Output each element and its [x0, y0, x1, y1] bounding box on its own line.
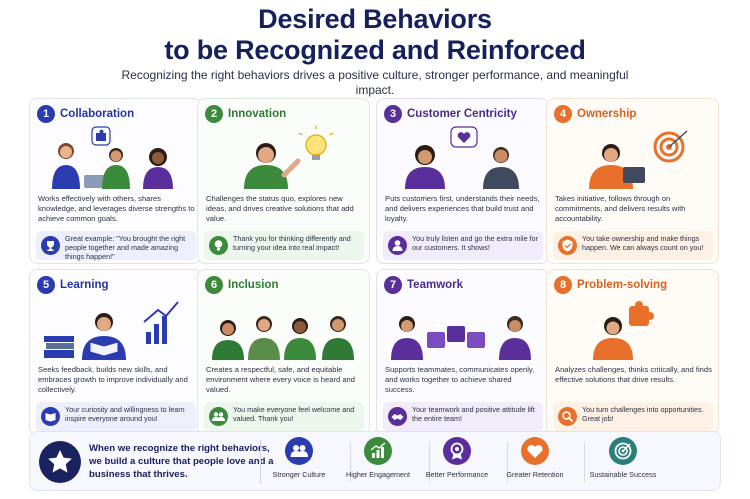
medal-icon: [443, 437, 471, 465]
card-description: Creates a respectful, safe, and equitabl…: [206, 365, 356, 394]
ownership-illustration: [589, 130, 688, 189]
innovation-illustration: [244, 126, 334, 189]
card-description: Seeks feedback, builds new skills, and e…: [38, 365, 188, 394]
trophy-icon: [41, 236, 60, 255]
outcome-label: Sustainable Success: [589, 470, 657, 479]
quote-text: You turn challenges into opportunities. …: [582, 405, 704, 423]
recognition-quote: You truly listen and go the extra mile f…: [383, 231, 543, 260]
card-title: Customer Centricity: [407, 108, 517, 120]
customer-centricity-illustration: [405, 126, 519, 189]
card-number-badge: 4: [554, 105, 572, 123]
handshake-icon: [388, 407, 407, 426]
recognition-quote: Your curiosity and willingness to learn …: [36, 402, 196, 431]
card-title: Innovation: [228, 108, 287, 120]
recognition-quote: Your teamwork and positive attitude lift…: [383, 402, 543, 431]
card-number-badge: 8: [554, 276, 572, 294]
outcome-label: Greater Retention: [506, 470, 564, 479]
card-title: Teamwork: [407, 279, 464, 291]
card-number-badge: 2: [205, 105, 223, 123]
card-number-badge: 7: [384, 276, 402, 294]
card-number-badge: 3: [384, 105, 402, 123]
card-description: Puts customers first, understands their …: [385, 194, 540, 223]
card-learning: 5 Learning Seeks feedback, builds new sk…: [29, 269, 202, 435]
card-problem-solving: 8 Problem-solving Analyzes challenges, t…: [546, 269, 719, 435]
card-description: Supports teammates, communicates openly,…: [385, 365, 535, 394]
card-teamwork: 7 Teamwork Supports teammates, communica…: [376, 269, 549, 435]
recognition-quote: You turn challenges into opportunities. …: [553, 402, 713, 431]
title-line-2: to be Recognized and Reinforced: [164, 35, 586, 65]
outcome-better-performance: Better Performance: [412, 437, 502, 487]
card-innovation: 2 Innovation Challenges the status quo, …: [197, 98, 370, 264]
recognition-quote: You make everyone feel welcome and value…: [204, 402, 364, 431]
summary-banner: When we recognize the right behaviors, w…: [29, 431, 721, 491]
card-collaboration: 1 Collaboration Works effectively with o…: [29, 98, 202, 264]
quote-text: Your curiosity and willingness to learn …: [65, 405, 185, 423]
card-number-badge: 5: [37, 276, 55, 294]
summary-statement: When we recognize the right behaviors, w…: [89, 443, 274, 480]
inclusion-illustration: [212, 316, 354, 360]
divider: [429, 442, 430, 482]
card-inclusion: 6 Inclusion Creates a respectful, safe, …: [197, 269, 370, 435]
shield-check-icon: [558, 236, 577, 255]
collaboration-illustration: [52, 126, 173, 189]
outcome-greater-retention: Greater Retention: [490, 437, 580, 487]
divider: [350, 442, 351, 482]
outcome-stronger-culture: Stronger Culture: [254, 437, 344, 487]
quote-text: You take ownership and make things happe…: [582, 234, 704, 252]
card-title: Problem-solving: [577, 279, 668, 291]
page-subtitle: Recognizing the right behaviors drives a…: [121, 68, 629, 97]
card-customer-centricity: 3 Customer Centricity Puts customers fir…: [376, 98, 549, 264]
outcome-higher-engagement: Higher Engagement: [333, 437, 423, 487]
people-icon: [209, 407, 228, 426]
book-icon: [41, 407, 60, 426]
card-title: Learning: [60, 279, 109, 291]
recognition-quote: Great example: "You brought the right pe…: [36, 231, 196, 261]
lightbulb-icon: [209, 236, 228, 255]
card-title: Ownership: [577, 108, 637, 120]
quote-text: You make everyone feel welcome and value…: [233, 405, 355, 423]
heart-icon: [521, 437, 549, 465]
page-title: Desired Behaviors to be Recognized and R…: [0, 4, 750, 66]
title-line-1: Desired Behaviors: [258, 4, 492, 34]
quote-text: Your teamwork and positive attitude lift…: [412, 405, 535, 423]
card-ownership: 4 Ownership Takes initiative, follows th…: [546, 98, 719, 264]
target-icon: [609, 437, 637, 465]
divider: [260, 440, 261, 484]
outcome-sustainable-success: Sustainable Success: [578, 437, 668, 487]
card-title: Collaboration: [60, 108, 135, 120]
outcome-label: Stronger Culture: [272, 470, 326, 479]
teamwork-illustration: [391, 316, 531, 360]
outcome-label: Higher Engagement: [346, 470, 410, 479]
learning-illustration: [44, 301, 179, 360]
star-icon: [39, 441, 81, 483]
card-description: Challenges the status quo, explores new …: [206, 194, 354, 223]
outcome-label: Better Performance: [425, 470, 489, 479]
quote-text: You truly listen and go the extra mile f…: [412, 234, 538, 252]
card-number-badge: 1: [37, 105, 55, 123]
divider: [507, 442, 508, 482]
quote-text: Great example: "You brought the right pe…: [65, 234, 186, 261]
divider: [584, 442, 585, 482]
growth-chart-icon: [364, 437, 392, 465]
quote-text: Thank you for thinking differently and t…: [233, 234, 351, 252]
card-description: Works effectively with others, shares kn…: [38, 194, 195, 223]
recognition-quote: You take ownership and make things happe…: [553, 231, 713, 260]
recognition-quote: Thank you for thinking differently and t…: [204, 231, 364, 260]
card-description: Analyzes challenges, thinks critically, …: [555, 365, 712, 384]
magnifier-icon: [558, 407, 577, 426]
card-description: Takes initiative, follows through on com…: [555, 194, 686, 223]
problem-solving-illustration: [593, 301, 654, 360]
card-number-badge: 6: [205, 276, 223, 294]
people-icon: [285, 437, 313, 465]
person-icon: [388, 236, 407, 255]
card-title: Inclusion: [228, 279, 279, 291]
